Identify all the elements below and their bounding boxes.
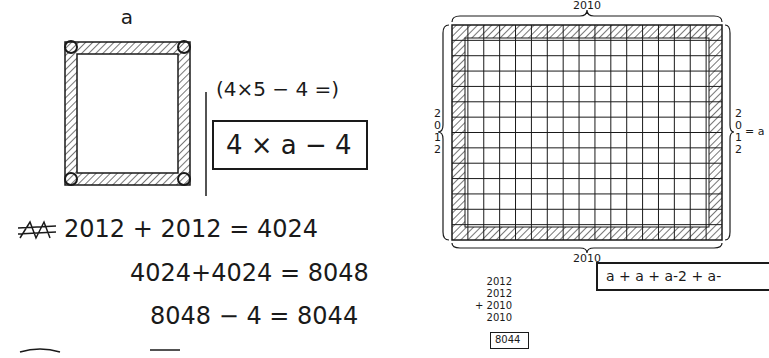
grid-line	[452, 163, 722, 164]
brace	[452, 243, 722, 253]
grid-line	[452, 71, 722, 72]
corner-dot	[65, 173, 77, 185]
equation-line: 4024+4024 = 8048	[130, 260, 369, 286]
dimension-label: 2012	[434, 108, 441, 156]
hatched-frame	[65, 42, 190, 185]
box-text: 8044	[495, 334, 520, 346]
boxed-result: 8044	[490, 332, 529, 349]
sum-row: 2010	[487, 312, 512, 323]
corner-dot	[65, 41, 77, 53]
brace	[725, 25, 734, 240]
sum-row: + 2010	[475, 300, 512, 311]
grid-line	[452, 178, 722, 179]
equation-line: 8048 − 4 = 8044	[150, 303, 358, 329]
dimension-label: 2010	[573, 0, 601, 12]
box-text: a + a + a-2 + a-	[606, 268, 721, 284]
equation-line: 2012 + 2012 = 4024	[64, 216, 318, 242]
sum-row: 2012	[487, 288, 512, 299]
corner-dot	[178, 41, 190, 53]
dimension-label: 2012	[735, 108, 742, 156]
grid-line	[452, 209, 722, 210]
crossed-scribble	[18, 222, 56, 238]
boxed-expression: a + a + a-2 + a-	[596, 262, 769, 291]
pen-stroke	[20, 349, 180, 352]
grid-figure	[452, 25, 722, 240]
hatched-border	[452, 25, 722, 240]
pen-stroke	[205, 92, 207, 196]
corner-dot	[178, 173, 190, 185]
sum-row: 2012	[487, 276, 512, 287]
grid-line	[452, 86, 722, 87]
equation-label: = a	[745, 126, 764, 138]
grid-line	[452, 101, 722, 102]
grid-line	[452, 55, 722, 56]
struck-formula: (4×5 − 4 =)	[216, 78, 339, 100]
side-label: a	[121, 6, 133, 28]
grid-line	[452, 117, 722, 118]
box-text: 4 × a − 4	[226, 131, 352, 161]
grid-line	[452, 40, 722, 41]
grid-line	[452, 224, 722, 225]
grid-line	[452, 132, 722, 133]
grid-line	[452, 193, 722, 194]
grid-line	[452, 147, 722, 148]
boxed-formula: 4 × a − 4	[212, 120, 368, 170]
